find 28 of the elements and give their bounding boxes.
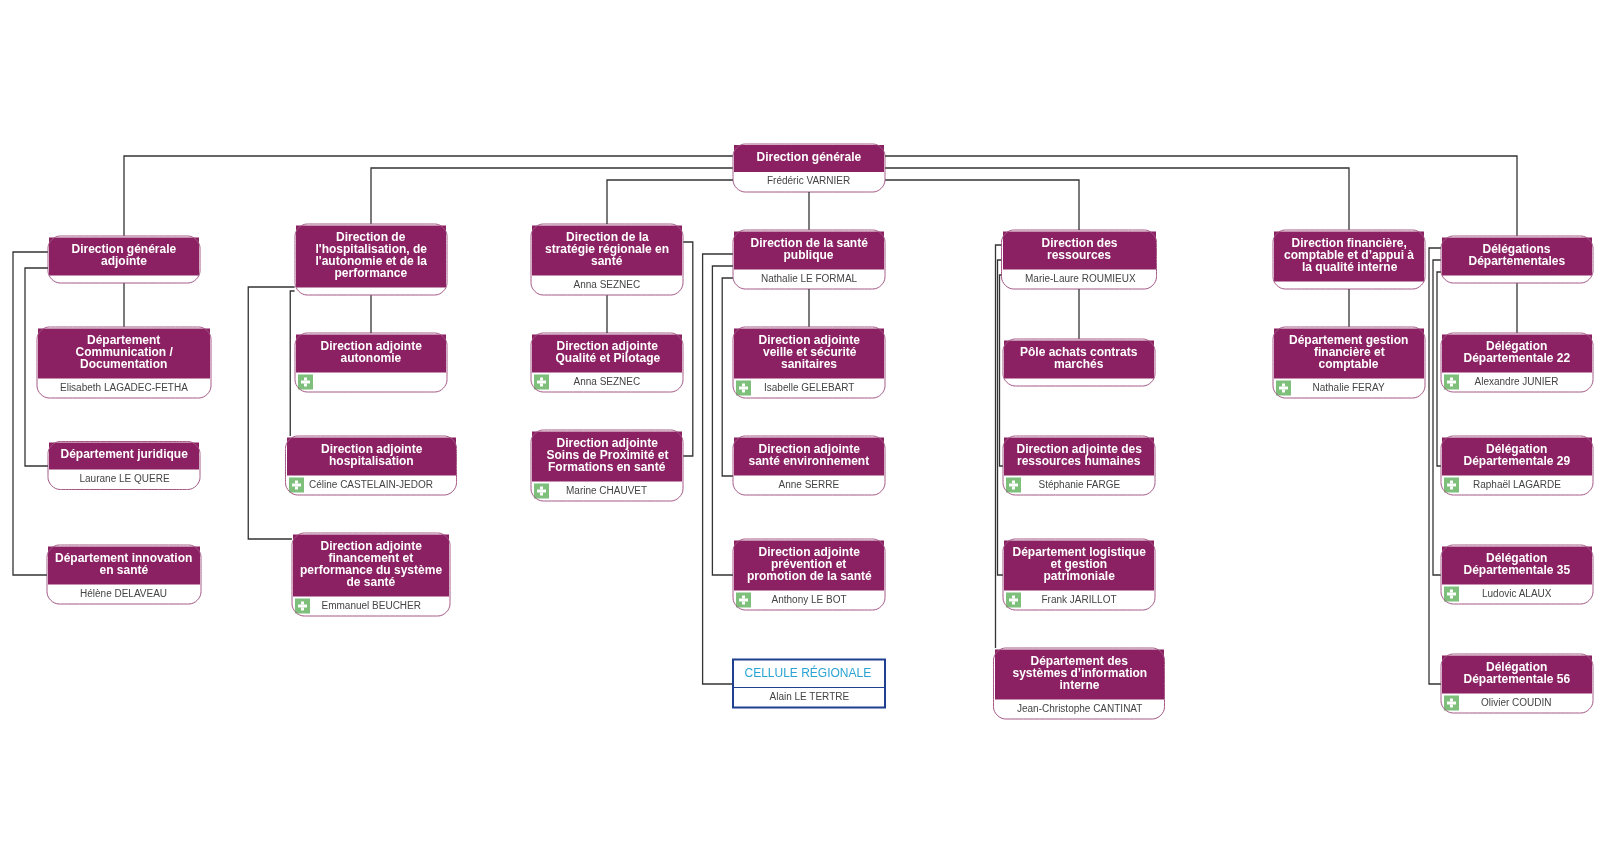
connector bbox=[289, 290, 296, 437]
connector bbox=[808, 288, 810, 328]
connector bbox=[1516, 282, 1518, 334]
connector bbox=[24, 267, 49, 467]
connector bbox=[1078, 288, 1080, 340]
connector bbox=[721, 277, 734, 477]
connector bbox=[884, 167, 1350, 231]
connector bbox=[711, 265, 734, 576]
connector bbox=[808, 191, 810, 231]
connector bbox=[370, 294, 372, 334]
connector bbox=[1436, 271, 1442, 467]
connector bbox=[1428, 247, 1442, 685]
connector bbox=[884, 179, 1080, 231]
connector bbox=[606, 179, 734, 225]
connector bbox=[1348, 288, 1350, 328]
connector bbox=[247, 286, 296, 540]
connector bbox=[123, 282, 125, 328]
connector bbox=[884, 155, 1518, 237]
connector bbox=[998, 274, 1004, 467]
connector bbox=[123, 155, 734, 237]
connector bbox=[370, 167, 734, 225]
connector bbox=[682, 241, 694, 457]
connector bbox=[606, 294, 608, 334]
connector bbox=[994, 244, 1002, 649]
connector bbox=[12, 251, 49, 576]
connector bbox=[1432, 259, 1442, 576]
connector bbox=[701, 253, 734, 685]
connector bbox=[996, 259, 1004, 576]
